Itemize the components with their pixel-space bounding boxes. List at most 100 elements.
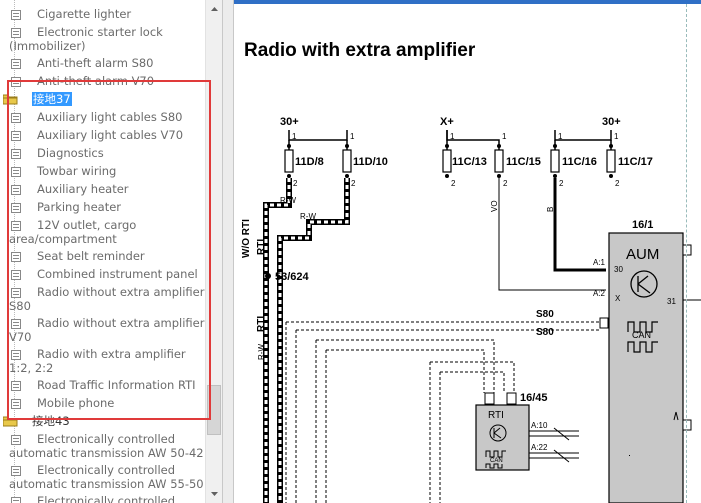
rti-box-label: RTI (488, 410, 504, 421)
tree-item-label-continued: V70 (9, 330, 32, 344)
tree-item-label: Road Traffic Information RTI (37, 378, 196, 392)
can-label-aum: CAN (632, 330, 651, 340)
viewer-top-bar (234, 0, 701, 4)
document-icon (11, 251, 21, 262)
tree-item[interactable]: Electronic starter lock(Immobilizer) (0, 25, 205, 56)
red-highlight-box (7, 80, 211, 420)
pin-2-d: 2 (503, 179, 508, 188)
document-icon (11, 130, 21, 141)
wire-rti-2: RTI (256, 316, 267, 332)
document-icon (11, 184, 21, 195)
fuse-11d8-label: 11D/8 (295, 156, 324, 168)
pin-a2: A:2 (593, 289, 606, 298)
document-icon (11, 148, 21, 159)
tree-item-label: Mobile phone (37, 396, 115, 410)
document-icon (11, 27, 21, 38)
document-viewer: Radio with extra amplifier 30+ X+ 30+ (234, 0, 701, 503)
tree-item-label: Auxiliary light cables S80 (37, 110, 183, 124)
pin-a22: A:22 (531, 443, 548, 452)
tree-item-label: Combined instrument panel (37, 267, 198, 281)
rti-id: 16/45 (520, 392, 548, 404)
tree-item[interactable]: Cigarette lighter (0, 7, 205, 25)
wire-rw-3: R-W (257, 344, 266, 360)
document-icon (11, 166, 21, 177)
tree-item-label-continued: 1:2, 2:2 (9, 361, 54, 375)
panel-splitter[interactable] (222, 0, 234, 503)
pin-x: X (615, 294, 621, 303)
tree-item[interactable]: Auxiliary heater (0, 182, 205, 200)
tree-item[interactable]: Seat belt reminder (0, 249, 205, 267)
pin-1-a: 1 (292, 132, 297, 141)
tree-item-label: Radio without extra amplifier (37, 285, 205, 299)
tree-item-label-continued: automatic transmission AW 55-50 (9, 477, 204, 491)
s80-label-2: S80 (536, 327, 554, 338)
tree-item-label: Towbar wiring (37, 164, 117, 178)
tree-item-label: Electronically controlled (37, 432, 176, 446)
document-icon (11, 112, 21, 123)
tree-folder-item[interactable]: 接地37 (0, 92, 205, 110)
tree-item-label-continued: area/compartment (9, 232, 117, 246)
tree-item-label: Seat belt reminder (37, 249, 145, 263)
tree-item-label: Parking heater (37, 200, 122, 214)
document-icon (11, 9, 21, 20)
document-icon (11, 220, 21, 231)
document-icon (11, 58, 21, 69)
tree-item-label: Electronically controlled (37, 494, 176, 503)
tree-item[interactable]: Anti-theft alarm S80 (0, 56, 205, 74)
tree-item-label: Auxiliary heater (37, 182, 129, 196)
splice-label: 53/624 (275, 271, 310, 283)
document-icon (11, 318, 21, 329)
scroll-up-arrow-icon[interactable] (206, 0, 222, 17)
tree-item[interactable]: Road Traffic Information RTI (0, 378, 205, 396)
label-30plus-right: 30+ (602, 116, 621, 128)
fuse-11c15-label: 11C/15 (506, 156, 541, 168)
tree-item[interactable]: Mobile phone (0, 396, 205, 414)
tree-item-label: Electronically controlled (37, 463, 176, 477)
pin-a1: A:1 (593, 258, 606, 267)
document-icon (11, 269, 21, 280)
document-icon (11, 398, 21, 409)
tree-item[interactable]: Diagnostics (0, 146, 205, 164)
wiring-diagram: 30+ X+ 30+ 11D/8 11D/10 11C/13 (241, 116, 701, 503)
tree-item-label: Cigarette lighter (37, 7, 132, 21)
document-icon (11, 496, 21, 503)
tree-item-label: Diagnostics (37, 146, 104, 160)
fuse-11c16-label: 11C/16 (562, 156, 597, 168)
label-30plus-left: 30+ (280, 116, 299, 128)
tree-item[interactable]: Electronically controlled (0, 494, 205, 503)
wire-wo-rti: W/O RTI (241, 219, 252, 258)
tree-item[interactable]: Combined instrument panel (0, 267, 205, 285)
page-edge (686, 4, 701, 503)
s80-label-1: S80 (536, 309, 554, 320)
pin-1-b: 1 (350, 132, 355, 141)
wire-rti-1: RTI (256, 239, 267, 255)
wire-rw-2: R-W (300, 212, 316, 221)
scroll-down-arrow-icon[interactable] (206, 486, 222, 503)
document-icon (11, 434, 21, 445)
tree-item-label-continued: S80 (9, 299, 31, 313)
pin-1-e: 1 (558, 132, 563, 141)
tree-item[interactable]: Auxiliary light cables V70 (0, 128, 205, 146)
tree-item[interactable]: Towbar wiring (0, 164, 205, 182)
tree-item-label: Auxiliary light cables V70 (37, 128, 184, 142)
tree-item-label-continued: (Immobilizer) (9, 39, 86, 53)
pin-2-c: 2 (451, 179, 456, 188)
wire-rw-1: R-W (280, 196, 296, 205)
tree-item-label-continued: automatic transmission AW 50-42 (9, 446, 204, 460)
aum-id: 16/1 (632, 219, 653, 231)
tree-item-label: 12V outlet, cargo (37, 218, 137, 232)
document-icon (11, 380, 21, 391)
page-title: Radio with extra amplifier (244, 40, 476, 61)
tree-item[interactable]: Parking heater (0, 200, 205, 218)
tree-item[interactable]: Auxiliary light cables S80 (0, 110, 205, 128)
pin-a10: A:10 (531, 421, 548, 430)
pin-2-e: 2 (559, 179, 564, 188)
tree-item-label: Electronic starter lock (37, 25, 163, 39)
